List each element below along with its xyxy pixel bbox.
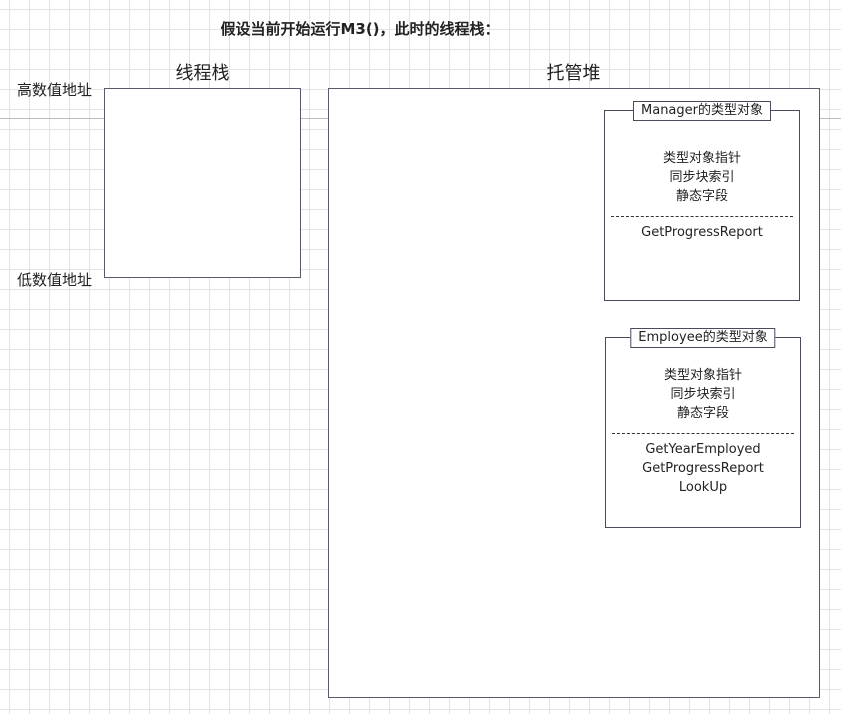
manager-field-static-fields: 静态字段 xyxy=(675,189,728,204)
employee-field-list: 类型对象指针 同步块索引 静态字段 xyxy=(606,366,800,423)
low-address-label: 低数值地址 xyxy=(17,271,93,289)
employee-method-list: GetYearEmployed GetProgressReport LookUp xyxy=(606,440,800,497)
employee-type-object: 类型对象指针 同步块索引 静态字段 GetYearEmployed GetPro… xyxy=(605,337,801,528)
thread-stack-label: 线程栈 xyxy=(175,63,230,84)
employee-method-get-progress-report: GetProgressReport xyxy=(642,461,764,476)
employee-field-sync-block-index: 同步块索引 xyxy=(670,387,736,402)
employee-method-get-year-employed: GetYearEmployed xyxy=(645,442,761,457)
employee-field-type-object-pointer: 类型对象指针 xyxy=(663,368,742,383)
diagram-title: 假设当前开始运行M3()，此时的线程栈： xyxy=(220,20,500,38)
manager-field-list: 类型对象指针 同步块索引 静态字段 xyxy=(605,149,799,206)
manager-field-type-object-pointer: 类型对象指针 xyxy=(662,151,741,166)
employee-divider xyxy=(612,433,794,434)
manager-field-sync-block-index: 同步块索引 xyxy=(669,170,735,185)
high-address-label: 高数值地址 xyxy=(17,81,93,99)
thread-stack-box xyxy=(104,88,301,278)
employee-type-object-caption: Employee的类型对象 xyxy=(630,328,776,348)
employee-method-lookup: LookUp xyxy=(678,480,728,495)
manager-divider xyxy=(611,216,793,217)
employee-field-static-fields: 静态字段 xyxy=(676,406,729,421)
manager-method-get-progress-report: GetProgressReport xyxy=(641,225,763,240)
manager-type-object-caption: Manager的类型对象 xyxy=(633,101,771,121)
manager-method-list: GetProgressReport xyxy=(605,223,799,242)
manager-type-object: 类型对象指针 同步块索引 静态字段 GetProgressReport xyxy=(604,110,800,301)
managed-heap-label: 托管堆 xyxy=(546,63,601,84)
